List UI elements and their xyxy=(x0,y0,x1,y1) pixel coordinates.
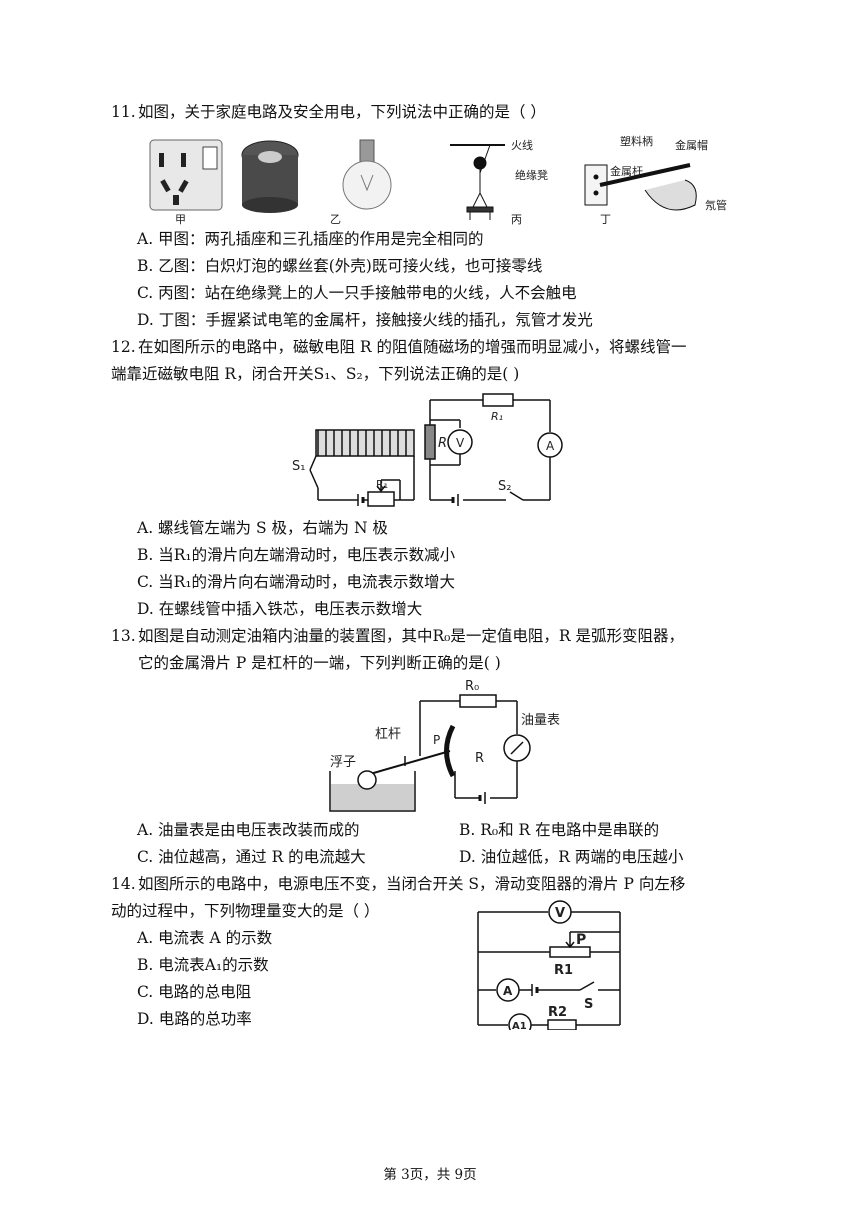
q12-stem-line1: 在如图所示的电路中，磁敏电阻 R 的阻值随磁场的增强而明显减小，将螺线管一 xyxy=(138,338,687,356)
label-r0: R₀ xyxy=(465,679,479,694)
q13-oil-gauge-figure: R₀ 杠杆 P R 油量表 浮子 xyxy=(329,679,560,812)
q14-option-c: C. 电路的总电阻 xyxy=(137,983,252,1001)
q11-figure: 甲 乙 火线 绝缘凳 丙 塑料柄 金属帽 金属杆 氖管 丁 xyxy=(149,135,727,226)
q14-stem-line2: 动的过程中，下列物理量变大的是（ ） xyxy=(111,902,380,920)
q14-stem-line1: 如图所示的电路中，电源电压不变，当闭合开关 S，滑动变阻器的滑片 P 向左移 xyxy=(138,875,686,893)
label-stool: 绝缘凳 xyxy=(515,168,548,182)
label-float: 浮子 xyxy=(330,755,356,770)
q11-stem: 如图，关于家庭电路及安全用电，下列说法中正确的是（ ） xyxy=(138,103,546,121)
label-r1-top: R₁ xyxy=(491,410,503,423)
q14-circuit-figure: V P R1 A S A1 R2 xyxy=(477,900,621,1030)
q12-option-d: D. 在螺线管中插入铁芯，电压表示数增大 xyxy=(137,600,423,618)
q12-option-a: A. 螺线管左端为 S 极，右端为 N 极 xyxy=(137,519,388,537)
ammeter-a1: A1 xyxy=(512,1021,527,1030)
label-s: S xyxy=(584,997,593,1012)
label-bing: 丙 xyxy=(511,213,522,226)
q12-circuit-figure: S₁ S₂ R R₁ V A R₁ xyxy=(292,393,563,507)
test-pen-image xyxy=(584,163,697,211)
socket-image xyxy=(149,139,223,211)
q13-option-c: C. 油位越高，通过 R 的电流越大 xyxy=(137,848,366,866)
q11-number: 11. xyxy=(111,103,136,121)
label-metal-rod: 金属杆 xyxy=(610,164,643,178)
q12-stem-line2: 端靠近磁敏电阻 R，闭合开关S₁、S₂，下列说法正确的是( ) xyxy=(111,365,520,383)
label-s1: S₁ xyxy=(292,459,305,474)
q13-option-d: D. 油位越低，R 两端的电压越小 xyxy=(459,848,684,866)
ammeter-a: A xyxy=(503,984,513,998)
q13-stem-line2: 它的金属滑片 P 是杠杆的一端，下列判断正确的是( ) xyxy=(138,654,501,672)
label-metal-cap: 金属帽 xyxy=(675,138,708,152)
q12-option-c: C. 当R₁的滑片向右端滑动时，电流表示数增大 xyxy=(137,573,456,591)
label-ding: 丁 xyxy=(600,213,611,226)
page-footer: 第 3页，共 9页 xyxy=(383,1167,477,1183)
q14-option-b: B. 电流表A₁的示数 xyxy=(137,956,269,974)
label-p: P xyxy=(433,733,440,747)
label-r1: R₁ xyxy=(376,478,388,491)
label-r2: R2 xyxy=(548,1005,567,1020)
q11-option-d: D. 丁图：手握紧试电笔的金属杆，接触接火线的插孔，氖管才发光 xyxy=(137,311,593,329)
bulb-image xyxy=(342,139,392,210)
q14-number: 14. xyxy=(111,875,136,893)
q14-option-d: D. 电路的总功率 xyxy=(137,1010,252,1028)
q13-option-a: A. 油量表是由电压表改装而成的 xyxy=(137,821,360,839)
label-lever: 杠杆 xyxy=(375,726,401,742)
label-s2: S₂ xyxy=(498,479,511,494)
label-live-wire: 火线 xyxy=(511,138,533,152)
q12-option-b: B. 当R₁的滑片向左端滑动时，电压表示数减小 xyxy=(137,546,456,564)
label-yi: 乙 xyxy=(330,213,341,226)
q14-option-a: A. 电流表 A 的示数 xyxy=(137,929,273,947)
person-on-stool-image xyxy=(450,144,505,220)
voltmeter-v: V xyxy=(555,906,565,921)
q13-option-b: B. R₀和 R 在电路中是串联的 xyxy=(459,821,660,839)
label-p: P xyxy=(576,932,586,948)
label-r1: R1 xyxy=(554,963,573,978)
label-plastic-handle: 塑料柄 xyxy=(620,135,653,148)
lampholder-image xyxy=(241,140,299,213)
q13-number: 13. xyxy=(111,627,136,645)
label-oil-meter: 油量表 xyxy=(521,713,560,728)
label-neon-tube: 氖管 xyxy=(705,198,727,212)
label-r: R xyxy=(475,751,484,766)
label-r: R xyxy=(438,436,447,451)
label-jia: 甲 xyxy=(175,213,186,226)
voltmeter-v: V xyxy=(456,436,465,450)
q11-option-b: B. 乙图：白炽灯泡的螺丝套(外壳)既可接火线，也可接零线 xyxy=(137,257,543,275)
q12-number: 12. xyxy=(111,338,136,356)
q11-option-c: C. 丙图：站在绝缘凳上的人一只手接触带电的火线，人不会触电 xyxy=(137,284,577,302)
ammeter-a: A xyxy=(546,439,555,453)
q11-option-a: A. 甲图：两孔插座和三孔插座的作用是完全相同的 xyxy=(137,230,484,248)
q13-stem-line1: 如图是自动测定油箱内油量的装置图，其中R₀是一定值电阻，R 是弧形变阻器， xyxy=(138,627,684,645)
